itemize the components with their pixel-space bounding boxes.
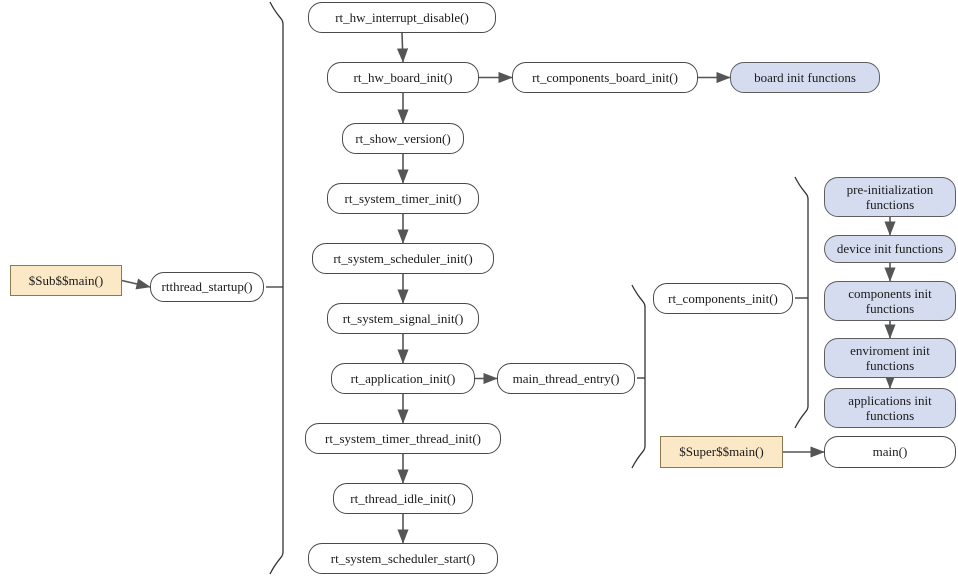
node-rt_application_init[interactable]: rt_application_init() [331,363,475,394]
node-main_fn[interactable]: main() [824,436,956,468]
startup-brace [269,1,284,575]
node-main_thread_entry[interactable]: main_thread_entry() [497,363,635,394]
node-rt_hw_interrupt_disable[interactable]: rt_hw_interrupt_disable() [308,2,496,33]
node-rt_components_init[interactable]: rt_components_init() [653,283,793,314]
edge-rt_hw_interrupt_disable-to-rt_hw_board_init [396,32,409,63]
node-rt_system_timer_thread_init[interactable]: rt_system_timer_thread_init() [305,423,501,454]
node-super_main[interactable]: $Super$$main() [660,436,783,468]
node-rt_thread_idle_init[interactable]: rt_thread_idle_init() [333,483,473,514]
node-rt_components_board_init[interactable]: rt_components_board_init() [512,62,698,93]
node-sub_main[interactable]: $Sub$$main() [10,265,122,296]
node-rt_system_scheduler_start[interactable]: rt_system_scheduler_start() [308,543,498,574]
components-init-brace [794,176,809,429]
node-board_init_functions[interactable]: board init functions [730,62,880,93]
node-enviroment_init[interactable]: enviroment init functions [824,338,956,378]
node-rt_system_signal_init[interactable]: rt_system_signal_init() [327,303,479,334]
node-rt_system_timer_init[interactable]: rt_system_timer_init() [327,183,479,214]
node-rt_system_scheduler_init[interactable]: rt_system_scheduler_init() [312,243,494,274]
node-device_init[interactable]: device init functions [824,235,956,263]
node-rtthread_startup[interactable]: rtthread_startup() [150,272,264,302]
node-applications_init[interactable]: applications init functions [824,388,956,428]
node-pre_initialization[interactable]: pre-initialization functions [824,177,956,217]
node-rt_hw_board_init[interactable]: rt_hw_board_init() [327,62,479,93]
node-rt_show_version[interactable]: rt_show_version() [342,123,464,154]
edge-sub_main-to-rtthread_startup [121,278,151,290]
node-components_init[interactable]: components init functions [824,281,956,321]
